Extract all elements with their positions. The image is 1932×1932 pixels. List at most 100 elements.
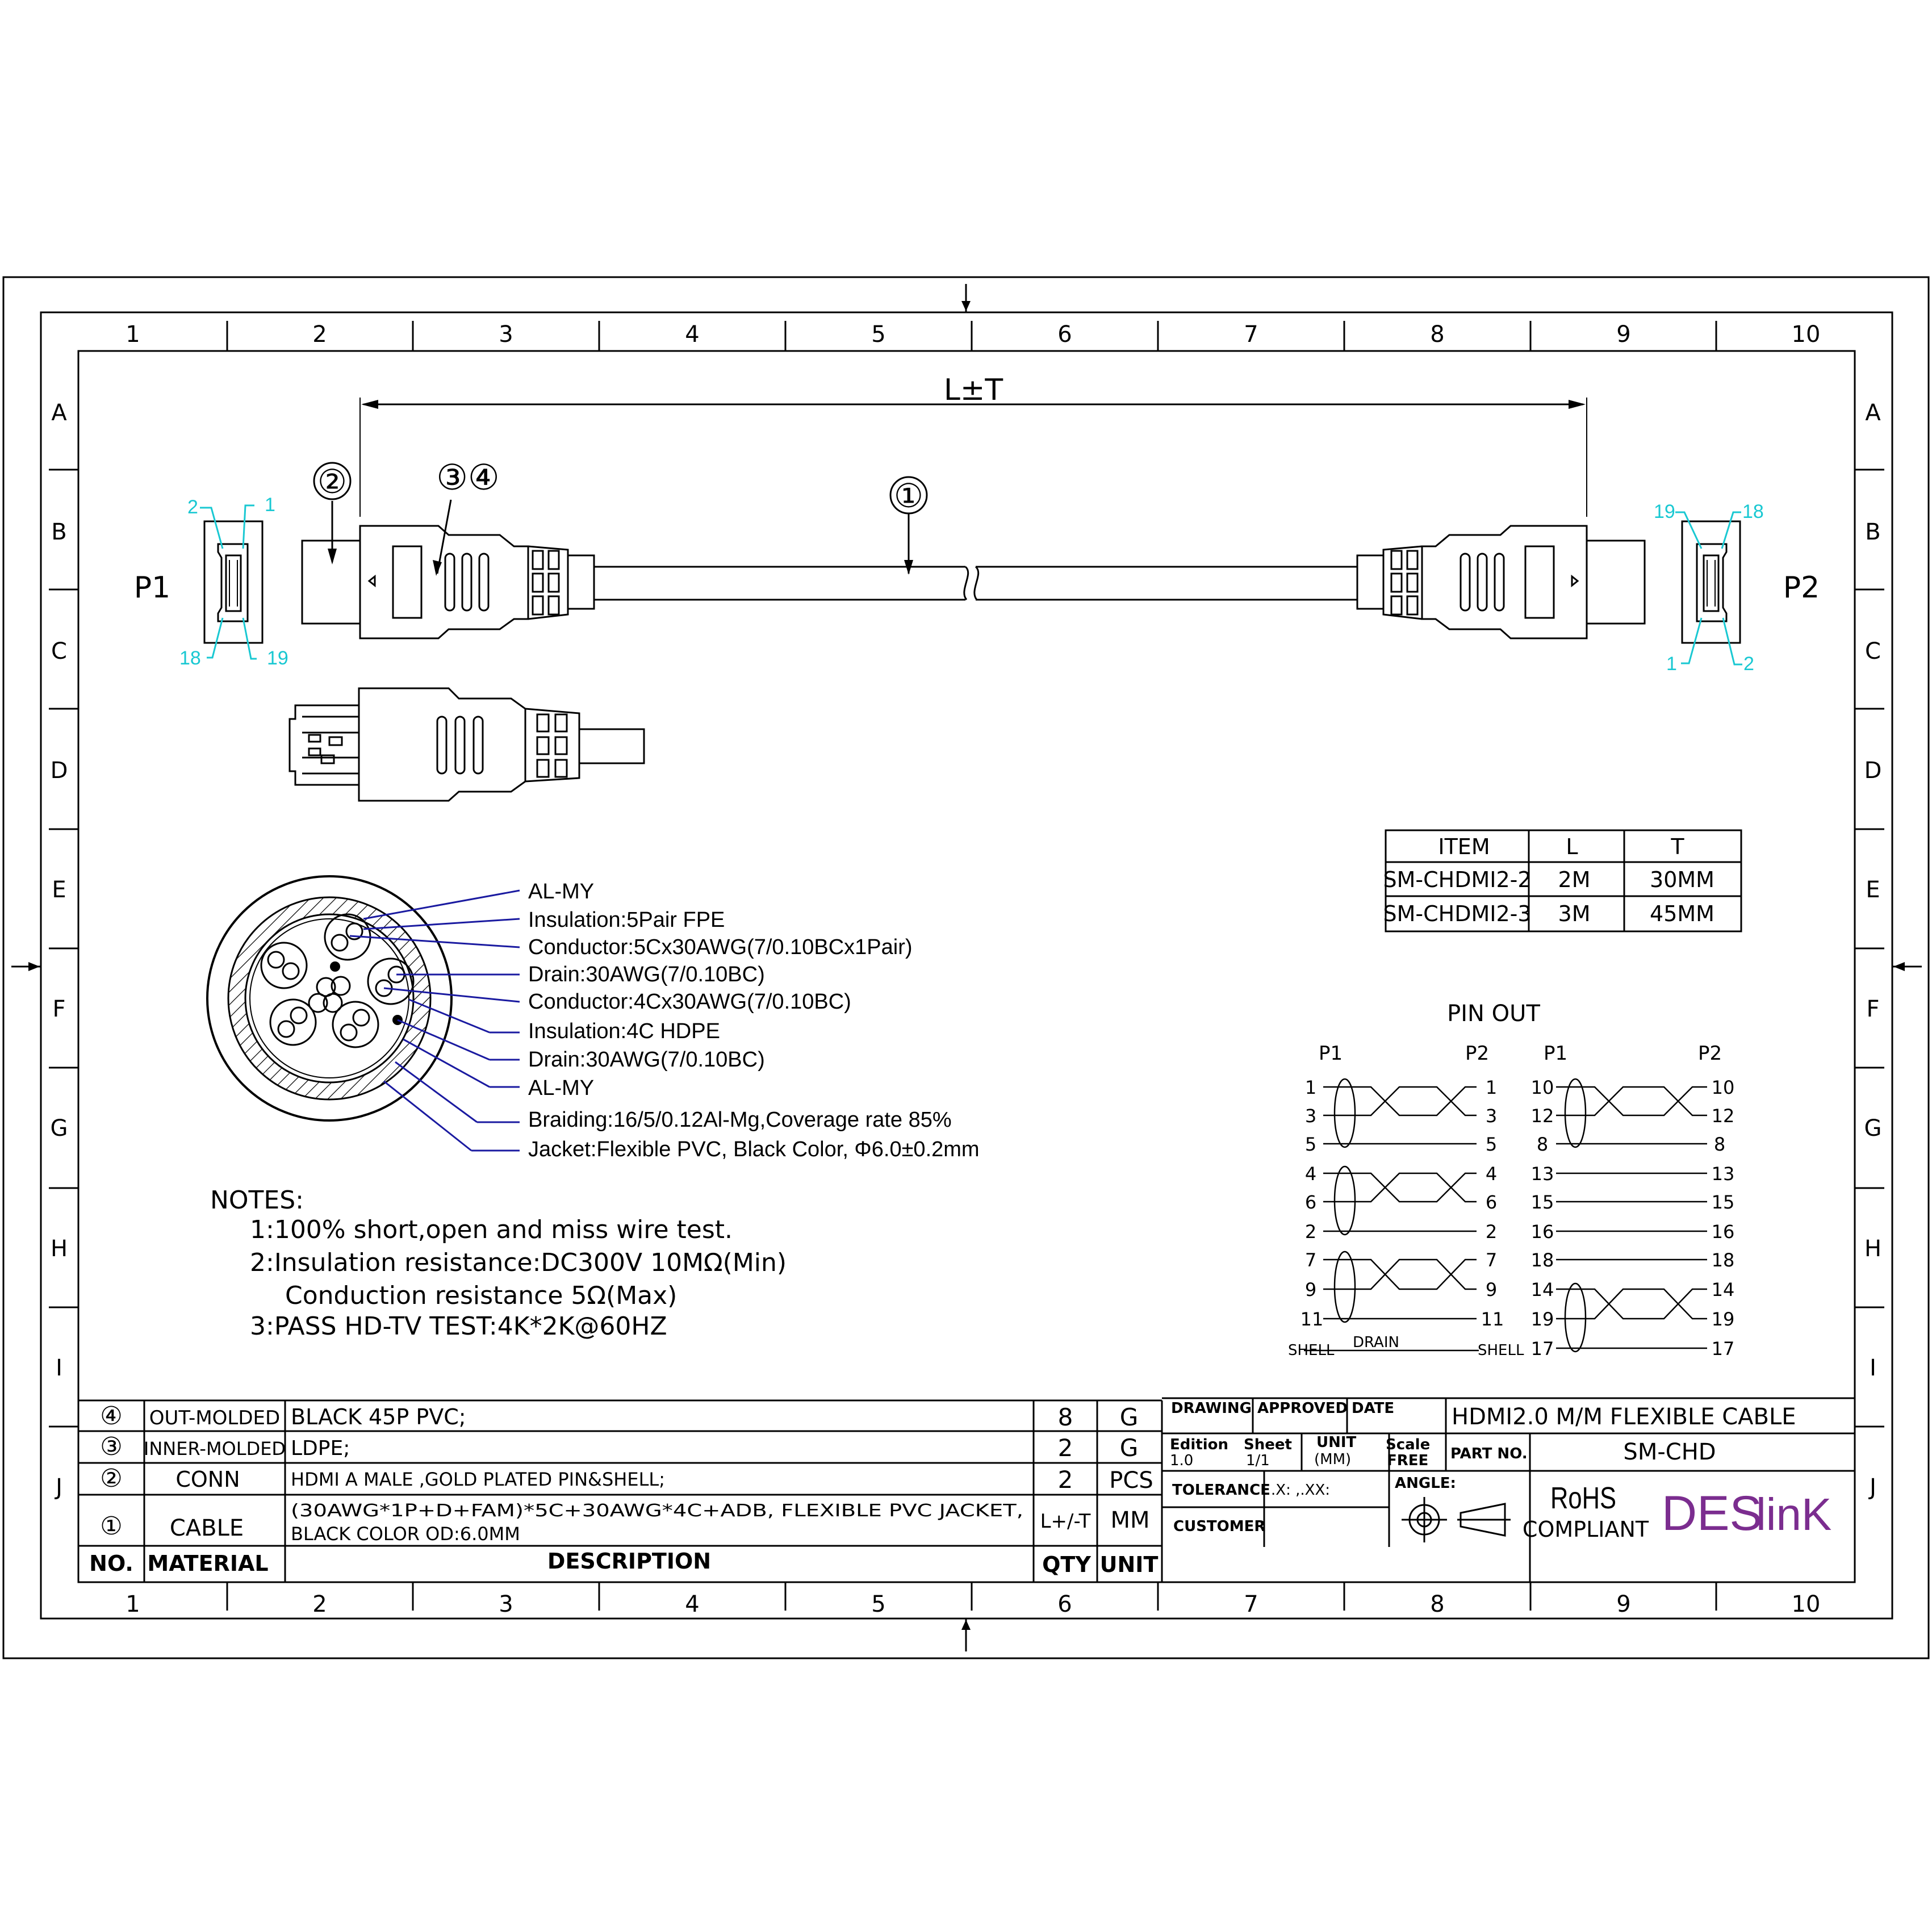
col-label-bottom: 7: [1244, 1591, 1258, 1617]
cross-section-labels: AL-MY Insulation:5Pair FPE Conductor:5Cx…: [528, 880, 980, 1161]
layer-label: Drain:30AWG(7/0.10BC): [528, 1048, 765, 1072]
length-table: ITEM L T SM-CHDMI2-2 2M 30MM SM-CHDMI2-3…: [1383, 829, 1742, 932]
pin-right-p2: 12: [1712, 1105, 1735, 1127]
bom-unit: G: [1120, 1434, 1139, 1462]
table-header: T: [1670, 834, 1684, 859]
pin-right-p2: 18: [1712, 1249, 1735, 1271]
table-cell: 3M: [1558, 901, 1591, 926]
col-label-top: 6: [1057, 321, 1072, 348]
row-label-right: G: [1864, 1115, 1882, 1141]
row-label-right: C: [1865, 638, 1881, 664]
pin-right-p1: 14: [1531, 1279, 1554, 1300]
drain-label: DRAIN: [1353, 1334, 1399, 1351]
title-block: DRAWING APPROVED DATE Edition 1.0 Sheet …: [1162, 1397, 1855, 1582]
pin-left-p1: 1: [1305, 1077, 1316, 1098]
bom-material: INNER-MOLDED: [144, 1438, 286, 1460]
col-label-top: 7: [1244, 321, 1258, 348]
bom-no: ②: [100, 1464, 122, 1493]
pin-left-p1: 6: [1305, 1191, 1316, 1213]
bom-unit: G: [1120, 1403, 1139, 1431]
pin-right-p1: 17: [1531, 1338, 1554, 1360]
row-label-left: E: [52, 877, 66, 903]
row-label-right: D: [1864, 758, 1882, 784]
unit-label: UNIT: [1316, 1434, 1357, 1451]
row-label-left: B: [51, 519, 66, 545]
p2-label: P2: [1783, 571, 1820, 605]
pin-right-p2: 14: [1712, 1279, 1735, 1300]
pin-right-p2: 15: [1712, 1191, 1735, 1213]
row-label-right: A: [1865, 400, 1881, 426]
p2-pin-2: 2: [1743, 653, 1754, 675]
pin-right-p1: 18: [1531, 1249, 1554, 1271]
layer-label: Insulation:4C HDPE: [528, 1019, 720, 1043]
drawing-title: HDMI2.0 M/M FLEXIBLE CABLE: [1452, 1404, 1796, 1430]
compliant-label: COMPLIANT: [1523, 1517, 1649, 1542]
sheet-label: Sheet: [1244, 1436, 1292, 1453]
row-label-right: I: [1870, 1355, 1876, 1381]
plug-top-view: [288, 687, 645, 802]
pin-right-p2: 13: [1712, 1163, 1735, 1185]
plug-face-p2: 19 18 1 2 P2: [1654, 501, 1820, 675]
table-header: ITEM: [1438, 834, 1490, 859]
length-dimension: L±T: [359, 373, 1587, 517]
p2-pin-18: 18: [1742, 501, 1764, 522]
layer-label: Insulation:5Pair FPE: [528, 908, 725, 932]
note-line: 2:Insulation resistance:DC300V 10MΩ(Min): [250, 1248, 787, 1277]
bom-header-material: MATERIAL: [147, 1551, 268, 1576]
bom-unit: MM: [1110, 1507, 1149, 1533]
bom-material: CABLE: [170, 1515, 244, 1541]
rohs-label: RoHS: [1550, 1481, 1616, 1515]
row-label-right: J: [1868, 1474, 1876, 1500]
bom-header-unit: UNIT: [1100, 1552, 1159, 1577]
col-label-top: 10: [1792, 321, 1821, 348]
layer-label: Conductor:5Cx30AWG(7/0.10BCx1Pair): [528, 935, 913, 959]
bom-material: OUT-MOLDED: [149, 1407, 280, 1429]
pin-right-p2: 19: [1712, 1308, 1735, 1330]
pin-right-p1: 15: [1531, 1191, 1554, 1213]
row-label-left: H: [51, 1236, 68, 1262]
row-label-left: J: [54, 1474, 62, 1500]
col-label-top: 8: [1430, 321, 1444, 348]
pin-left-p1: 9: [1305, 1279, 1316, 1300]
pinout-p1: P1: [1544, 1042, 1567, 1065]
plug-face-p1: 2 1 18 19 P1: [134, 494, 288, 669]
callout-1: ①: [889, 476, 928, 575]
tolerance-label: TOLERANCE: [1172, 1482, 1270, 1499]
bom-header-no: NO.: [89, 1551, 133, 1576]
part-no-label: PART NO.: [1450, 1445, 1528, 1462]
row-label-left: C: [51, 638, 67, 664]
pinout-p1: P1: [1319, 1042, 1343, 1065]
pinout-p2: P2: [1698, 1042, 1722, 1065]
col-label-bottom: 1: [126, 1591, 140, 1617]
table-cell: 30MM: [1650, 867, 1714, 892]
pin-left-p1: 5: [1305, 1134, 1316, 1155]
bom-unit: PCS: [1109, 1467, 1153, 1494]
shell-label-p1: SHELL: [1288, 1342, 1335, 1359]
col-label-top: 5: [871, 321, 885, 348]
centre-marks: [11, 284, 1922, 1651]
layer-label: AL-MY: [528, 1076, 594, 1100]
deslink-logo: DES linK: [1662, 1486, 1831, 1541]
col-label-bottom: 9: [1616, 1591, 1630, 1617]
row-label-right: F: [1866, 996, 1879, 1022]
pin-right-p2: 16: [1712, 1221, 1735, 1243]
table-cell: SM-CHDMI2-2: [1383, 867, 1531, 892]
cable-cross-section: [206, 875, 453, 1122]
p1-pin-18: 18: [179, 647, 201, 669]
bom-no: ③: [100, 1432, 122, 1461]
note-line: 3:PASS HD-TV TEST:4K*2K@60HZ: [250, 1312, 667, 1341]
bom-material: CONN: [175, 1467, 240, 1492]
pin-left-p1: 7: [1305, 1249, 1316, 1271]
col-label-bottom: 2: [312, 1591, 327, 1617]
logo-link: linK: [1756, 1489, 1831, 1540]
bom-no: ④: [100, 1402, 122, 1431]
bom-description: BLACK 45P PVC;: [291, 1404, 466, 1429]
pin-left-p1: 2: [1305, 1221, 1316, 1243]
pinout-p2: P2: [1465, 1042, 1489, 1065]
pin-left-p2: 4: [1486, 1163, 1497, 1185]
approved-label: APPROVED: [1257, 1400, 1348, 1417]
bom-qty: L+/-T: [1040, 1510, 1091, 1533]
bom-header-description: DESCRIPTION: [547, 1549, 711, 1574]
cable-assembly: [301, 525, 1646, 639]
edition-value: 1.0: [1170, 1452, 1193, 1469]
